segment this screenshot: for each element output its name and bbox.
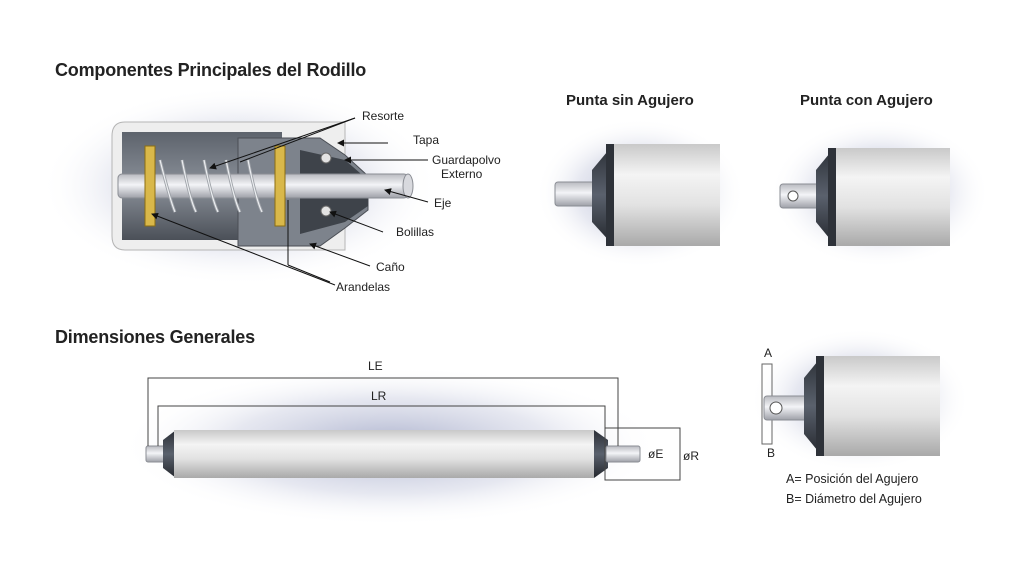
label-dust-guard-line1: Guardapolvo [432,153,501,167]
label-shaft: Eje [434,196,452,210]
note-hole-diameter: B= Diámetro del Agujero [786,492,922,506]
dim-lr: LR [371,389,387,403]
roller-cutaway [40,86,440,286]
dimensions-title: Dimensiones Generales [55,327,255,347]
label-balls: Bolillas [396,225,435,239]
label-cap: Tapa [413,133,440,147]
dim-a: A [764,346,773,360]
note-hole-position: A= Posición del Agujero [786,472,919,486]
label-tube: Caño [376,260,405,274]
dim-oe: øE [648,447,664,461]
tip-with-hole-title: Punta con Agujero [800,92,933,109]
hole-detail-drawing [750,328,970,472]
tip-without-hole-title: Punta sin Agujero [566,92,694,109]
dim-b: B [767,446,776,460]
components-title: Componentes Principales del Rodillo [55,60,367,80]
dimension-roller-drawing [120,366,681,526]
label-spring: Resorte [362,109,405,123]
label-washers: Arandelas [336,280,391,294]
dim-or: øR [683,449,699,463]
leader-lines [151,117,429,286]
label-dust-guard-line2: Externo [441,167,483,181]
tip-with-hole-drawing [770,118,990,268]
tip-without-hole-drawing [535,118,745,268]
dim-le: LE [368,359,383,373]
